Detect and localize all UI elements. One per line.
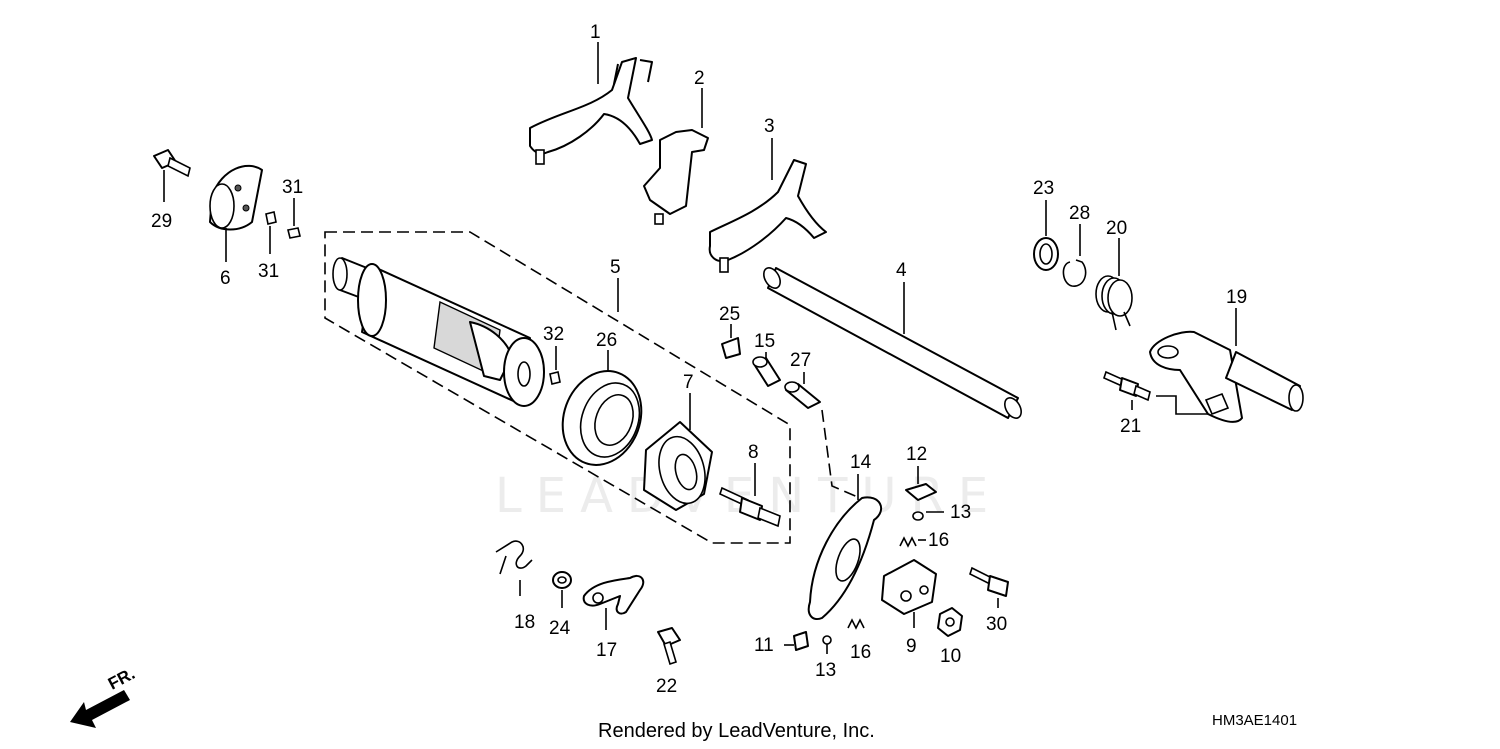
part-9-stopper-block	[881, 559, 937, 628]
callout-26: 26	[596, 330, 617, 351]
part-14-plate	[807, 409, 883, 620]
callout-29: 29	[151, 211, 172, 232]
footer-credit: Rendered by LeadVenture, Inc.	[598, 720, 875, 742]
watermark-text: LEADVENTURE	[495, 468, 1002, 524]
callout-3: 3	[764, 116, 775, 137]
callout-31a: 31	[282, 177, 303, 198]
callout-18: 18	[514, 612, 535, 633]
part-1-shift-fork	[529, 42, 653, 165]
callout-21: 21	[1120, 416, 1141, 437]
part-18-spring	[495, 540, 533, 596]
part-6-stopper-plate	[209, 165, 263, 262]
part-13-pin-lower	[822, 635, 832, 654]
callout-12: 12	[906, 444, 927, 465]
part-29-bolt	[153, 149, 191, 202]
part-21-bolt	[1103, 370, 1208, 415]
callout-28: 28	[1069, 203, 1090, 224]
callout-31b: 31	[258, 261, 279, 282]
front-direction-label: FR.	[105, 664, 138, 694]
part-27-dowel	[784, 372, 821, 409]
part-24-washer	[552, 571, 572, 608]
part-31-pin-upper	[287, 198, 301, 239]
part-28-circlip	[1062, 224, 1087, 287]
part-16-spring-upper	[899, 536, 926, 548]
callout-25: 25	[719, 304, 740, 325]
part-2-shift-fork	[643, 88, 709, 225]
part-16-spring-lower	[847, 618, 865, 630]
part-13-pin-upper	[912, 511, 944, 521]
callout-16a: 16	[928, 530, 949, 551]
part-5-shift-drum	[332, 257, 619, 407]
diagram-code: HM3AE1401	[1212, 712, 1297, 729]
callout-30: 30	[986, 614, 1007, 635]
callout-1: 1	[590, 22, 601, 43]
part-7-drum-center	[643, 393, 713, 511]
callout-15: 15	[754, 331, 775, 352]
part-25-pin	[721, 324, 741, 359]
callout-2: 2	[694, 68, 705, 89]
part-32-pin	[549, 346, 561, 385]
assembly-boundary	[324, 231, 791, 544]
callout-6: 6	[220, 268, 231, 289]
front-arrow-icon	[70, 690, 130, 728]
part-31-pin-lower	[265, 211, 277, 254]
callout-13a: 13	[950, 502, 971, 523]
callout-8: 8	[748, 442, 759, 463]
callout-24: 24	[549, 618, 571, 639]
part-22-bolt	[657, 627, 681, 666]
part-26-bearing	[561, 350, 643, 466]
part-30-bolt	[969, 566, 1009, 608]
callout-9: 9	[906, 636, 917, 657]
part-10-nut	[937, 607, 963, 637]
part-23-washer	[1033, 200, 1059, 271]
callout-11: 11	[754, 635, 774, 656]
callout-16b: 16	[850, 642, 871, 663]
callout-13b: 13	[815, 660, 836, 681]
callout-19: 19	[1226, 287, 1247, 308]
part-20-return-spring	[1095, 238, 1133, 331]
callout-17: 17	[596, 640, 617, 661]
callout-22: 22	[656, 676, 677, 697]
part-8-bolt	[719, 463, 781, 528]
callout-14: 14	[850, 452, 872, 473]
callout-27: 27	[790, 350, 811, 371]
part-15-dowel	[752, 352, 781, 387]
callout-4: 4	[896, 260, 907, 281]
part-19-gearshift-spindle	[1149, 308, 1304, 423]
part-3-shift-fork	[708, 138, 827, 273]
callout-32: 32	[543, 324, 564, 345]
callout-20: 20	[1106, 218, 1127, 239]
part-12-key	[905, 466, 937, 501]
callout-5: 5	[610, 257, 621, 278]
callout-23: 23	[1033, 178, 1054, 199]
part-4-fork-shaft	[763, 267, 1022, 419]
callout-10: 10	[940, 646, 961, 667]
part-17-stopper-arm	[582, 574, 645, 630]
part-11-key	[784, 631, 809, 651]
callout-7: 7	[683, 372, 694, 393]
